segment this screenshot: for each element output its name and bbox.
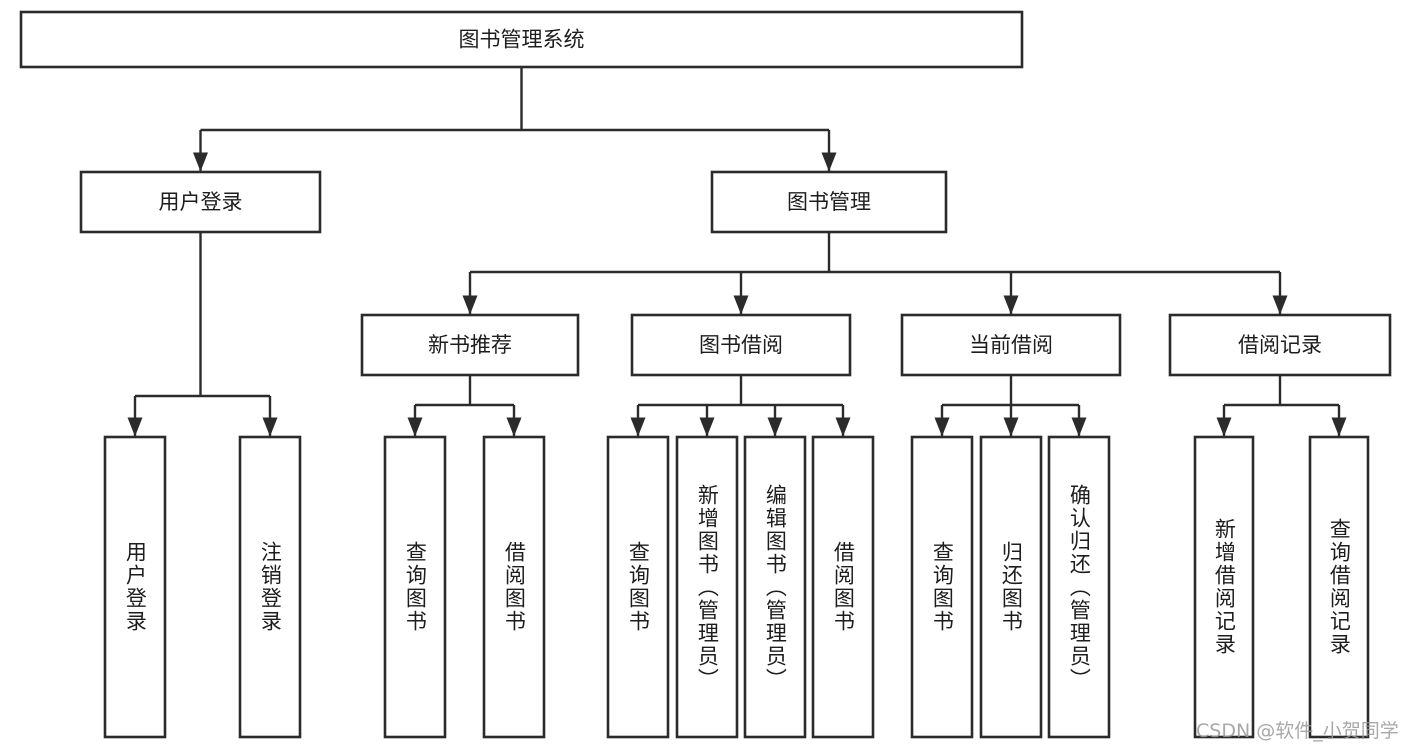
- arrow-head-icon: [1331, 417, 1347, 437]
- arrow-head-icon: [506, 417, 522, 437]
- node-book-borrow[interactable]: [630, 313, 852, 377]
- arrow-head-icon: [767, 417, 783, 437]
- arrow-head-icon: [934, 417, 950, 437]
- arrow-head-icon: [1003, 417, 1019, 437]
- node-leaf-return-book[interactable]: [979, 435, 1043, 739]
- node-leaf-add-borrow-record[interactable]: [1193, 435, 1255, 739]
- arrow-head-icon: [1216, 417, 1232, 437]
- arrow-head-icon: [1272, 295, 1288, 315]
- arrow-head-icon: [1071, 417, 1087, 437]
- node-label-borrow-record: 借阅记录: [1238, 333, 1322, 357]
- node-leaf-borrow-book[interactable]: [811, 435, 875, 739]
- node-leaf-user-login[interactable]: [103, 435, 167, 739]
- arrow-head-icon: [127, 417, 143, 437]
- node-leaf-borrow-book-rec[interactable]: [482, 435, 546, 739]
- arrow-head-icon: [1003, 295, 1019, 315]
- node-label-user-login: 用户登录: [159, 190, 243, 214]
- node-leaf-query-book-cur[interactable]: [910, 435, 974, 739]
- arrow-head-icon: [821, 152, 837, 172]
- node-label-book-manage: 图书管理: [787, 190, 871, 214]
- node-leaf-confirm-return-admin[interactable]: [1047, 435, 1111, 739]
- node-leaf-add-book-admin[interactable]: [675, 435, 739, 739]
- arrow-head-icon: [630, 417, 646, 437]
- node-label-current-borrow: 当前借阅: [969, 333, 1053, 357]
- node-root[interactable]: [19, 10, 1024, 69]
- arrow-head-icon: [193, 152, 208, 172]
- arrow-head-icon: [462, 295, 478, 315]
- node-leaf-query-book-borrow[interactable]: [606, 435, 670, 739]
- node-book-manage[interactable]: [710, 170, 948, 234]
- node-leaf-user-logout[interactable]: [238, 435, 302, 739]
- node-user-login[interactable]: [79, 170, 322, 234]
- arrow-head-icon: [262, 417, 278, 437]
- connector-layer: [127, 67, 1347, 437]
- node-leaf-query-borrow-record[interactable]: [1308, 435, 1370, 739]
- arrow-head-icon: [835, 417, 851, 437]
- node-new-book-rec[interactable]: [360, 313, 580, 377]
- node-current-borrow[interactable]: [900, 313, 1122, 377]
- node-borrow-record[interactable]: [1168, 313, 1392, 377]
- node-leaf-edit-book-admin[interactable]: [743, 435, 807, 739]
- node-box-layer: [19, 10, 1392, 739]
- watermark: CSDN @软件_小贺同学: [1196, 720, 1399, 742]
- node-label-new-book-rec: 新书推荐: [428, 333, 512, 357]
- arrow-head-icon: [407, 417, 423, 437]
- arrow-head-icon: [699, 417, 715, 437]
- arrow-head-icon: [733, 295, 749, 315]
- node-label-book-borrow: 图书借阅: [699, 333, 783, 357]
- node-label-root: 图书管理系统: [459, 28, 585, 52]
- node-leaf-query-book-rec[interactable]: [383, 435, 447, 739]
